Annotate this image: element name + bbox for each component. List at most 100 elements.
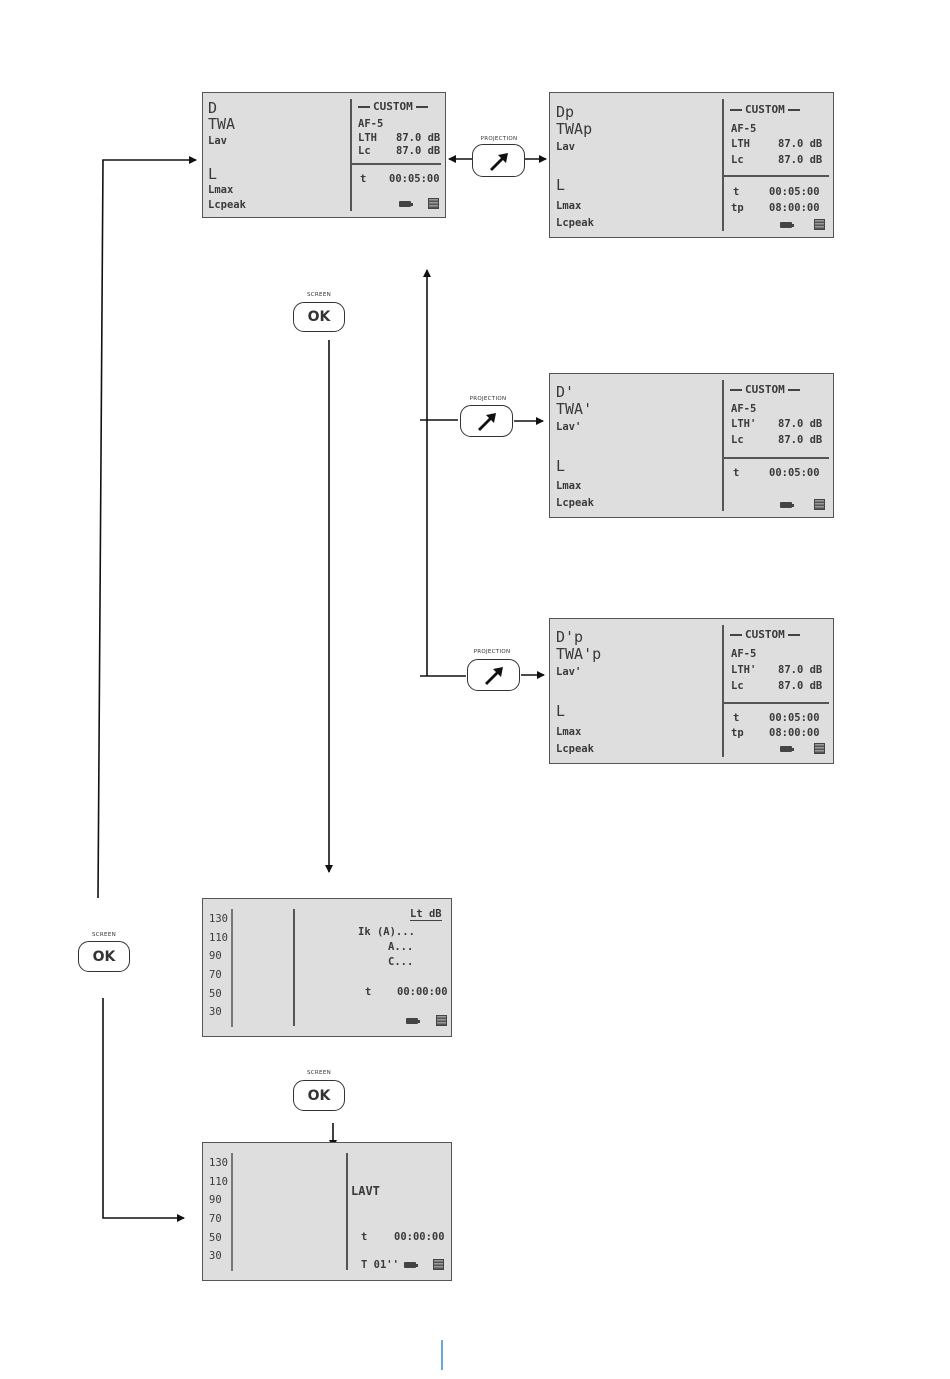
scale-tick: 130 [209, 1157, 228, 1169]
mode-header: CUSTOM [727, 383, 803, 396]
lc-label: Lc [731, 154, 744, 166]
ik-line: Ik (A)... [358, 926, 415, 938]
t-value: 00:05:00 [769, 712, 820, 724]
label-l: L [556, 702, 566, 720]
battery-icon [404, 1262, 418, 1268]
memory-grid-icon [428, 198, 439, 209]
label-lmax: Lmax [556, 726, 582, 738]
t-label: t [733, 712, 740, 724]
battery-icon [780, 502, 794, 508]
memory-grid-icon [433, 1259, 444, 1270]
scale-tick: 50 [209, 988, 222, 1000]
label-lmax: Lmax [556, 200, 582, 212]
tp-label: tp [731, 202, 744, 214]
memory-grid-icon [436, 1015, 447, 1026]
lc-label: Lc [731, 434, 744, 446]
scale-tick: 90 [209, 1194, 222, 1206]
lc-value: 87.0 dB [778, 434, 823, 446]
a-line: A... [388, 941, 414, 953]
lth-label: LTH' [731, 664, 757, 676]
label-lav: Lav [556, 141, 575, 153]
label-dp-prime: D'p [556, 628, 584, 646]
scale-tick: 70 [209, 969, 222, 981]
battery-icon [780, 222, 794, 228]
label-lmax: Lmax [556, 480, 582, 492]
lc-value: 87.0 dB [396, 145, 441, 157]
lth-label: LTH' [731, 418, 757, 430]
lth-value: 87.0 dB [778, 664, 823, 676]
ok-button-1[interactable]: OK [293, 302, 345, 332]
label-l: L [208, 165, 218, 183]
ok-button-3[interactable]: OK [293, 1080, 345, 1111]
lcd-main-screen: D TWA Lav L Lmax Lcpeak CUSTOM AF-5 LTH … [202, 92, 446, 218]
c-line: C... [388, 956, 414, 968]
t-label: t [361, 1231, 368, 1243]
lc-label: Lc [358, 145, 371, 157]
t-value: 00:00:00 [394, 1231, 445, 1243]
lcd-graph-1-screen: 130 110 90 70 50 30 Lt dB Ik (A)... A...… [202, 898, 452, 1037]
mode-value: AF-5 [358, 118, 384, 130]
mode-header: CUSTOM [355, 100, 431, 113]
scale-tick: 90 [209, 950, 222, 962]
tp-value: 08:00:00 [769, 727, 820, 739]
lc-label: Lc [731, 680, 744, 692]
memory-grid-icon [814, 743, 825, 754]
lth-label: LTH [731, 138, 750, 150]
label-lcpeak: Lcpeak [208, 199, 246, 211]
t-value: 00:00:00 [397, 986, 448, 998]
label-lcpeak: Lcpeak [556, 743, 594, 755]
label-lav-prime: Lav' [556, 421, 582, 433]
mode-header: CUSTOM [727, 628, 803, 641]
scale-axis [231, 909, 233, 1027]
projection-arrow-icon [484, 667, 503, 685]
lth-label: LTH [358, 132, 377, 144]
lcd-projection-2-screen: D' TWA' Lav' L Lmax Lcpeak CUSTOM AF-5 L… [549, 373, 834, 518]
lth-value: 87.0 dB [396, 132, 441, 144]
projection-caption-1: PROJECTION [480, 136, 518, 142]
mode-value: AF-5 [731, 648, 757, 660]
page-marker [441, 1340, 443, 1370]
label-d: D [208, 99, 218, 117]
projection-arrow-icon [489, 152, 508, 171]
mode-header: CUSTOM [727, 103, 803, 116]
lth-value: 87.0 dB [778, 418, 823, 430]
lcd-graph-2-screen: 130 110 90 70 50 30 LAVT t 00:00:00 T 01… [202, 1142, 452, 1281]
lc-value: 87.0 dB [778, 680, 823, 692]
mode-value: AF-5 [731, 403, 757, 415]
screen-caption-3: SCREEN [306, 1070, 332, 1076]
t-label: t [360, 173, 367, 185]
label-twa-prime: TWA' [556, 400, 593, 418]
projection-button-2[interactable] [460, 405, 513, 437]
projection-button-1[interactable] [472, 144, 525, 177]
memory-grid-icon [814, 219, 825, 230]
lth-value: 87.0 dB [778, 138, 823, 150]
label-twap-prime: TWA'p [556, 645, 602, 663]
lavt-label: LAVT [351, 1184, 380, 1198]
label-lmax: Lmax [208, 184, 234, 196]
ok-button-2[interactable]: OK [78, 941, 130, 972]
scale-tick: 30 [209, 1006, 222, 1018]
interval-label: T 01'' [361, 1259, 399, 1271]
projection-button-3[interactable] [467, 659, 520, 691]
scale-tick: 110 [209, 1176, 228, 1188]
mode-value: AF-5 [731, 123, 757, 135]
battery-icon [399, 201, 413, 207]
battery-icon [406, 1018, 420, 1024]
t-label: t [733, 467, 740, 479]
label-lcpeak: Lcpeak [556, 217, 594, 229]
graph-header: Lt dB [410, 908, 442, 921]
lcd-projection-1-screen: Dp TWAp Lav L Lmax Lcpeak CUSTOM AF-5 LT… [549, 92, 834, 238]
t-value: 00:05:00 [769, 186, 820, 198]
battery-icon [780, 746, 794, 752]
scale-tick: 30 [209, 1250, 222, 1262]
label-d-prime: D' [556, 383, 575, 401]
projection-caption-2: PROJECTION [469, 396, 507, 402]
screen-caption-1: SCREEN [306, 292, 332, 298]
t-value: 00:05:00 [769, 467, 820, 479]
t-value: 00:05:00 [389, 173, 440, 185]
label-twa: TWA [208, 115, 236, 133]
label-lav: Lav [208, 135, 227, 147]
projection-arrow-icon [477, 413, 496, 431]
projection-caption-3: PROJECTION [473, 649, 511, 655]
